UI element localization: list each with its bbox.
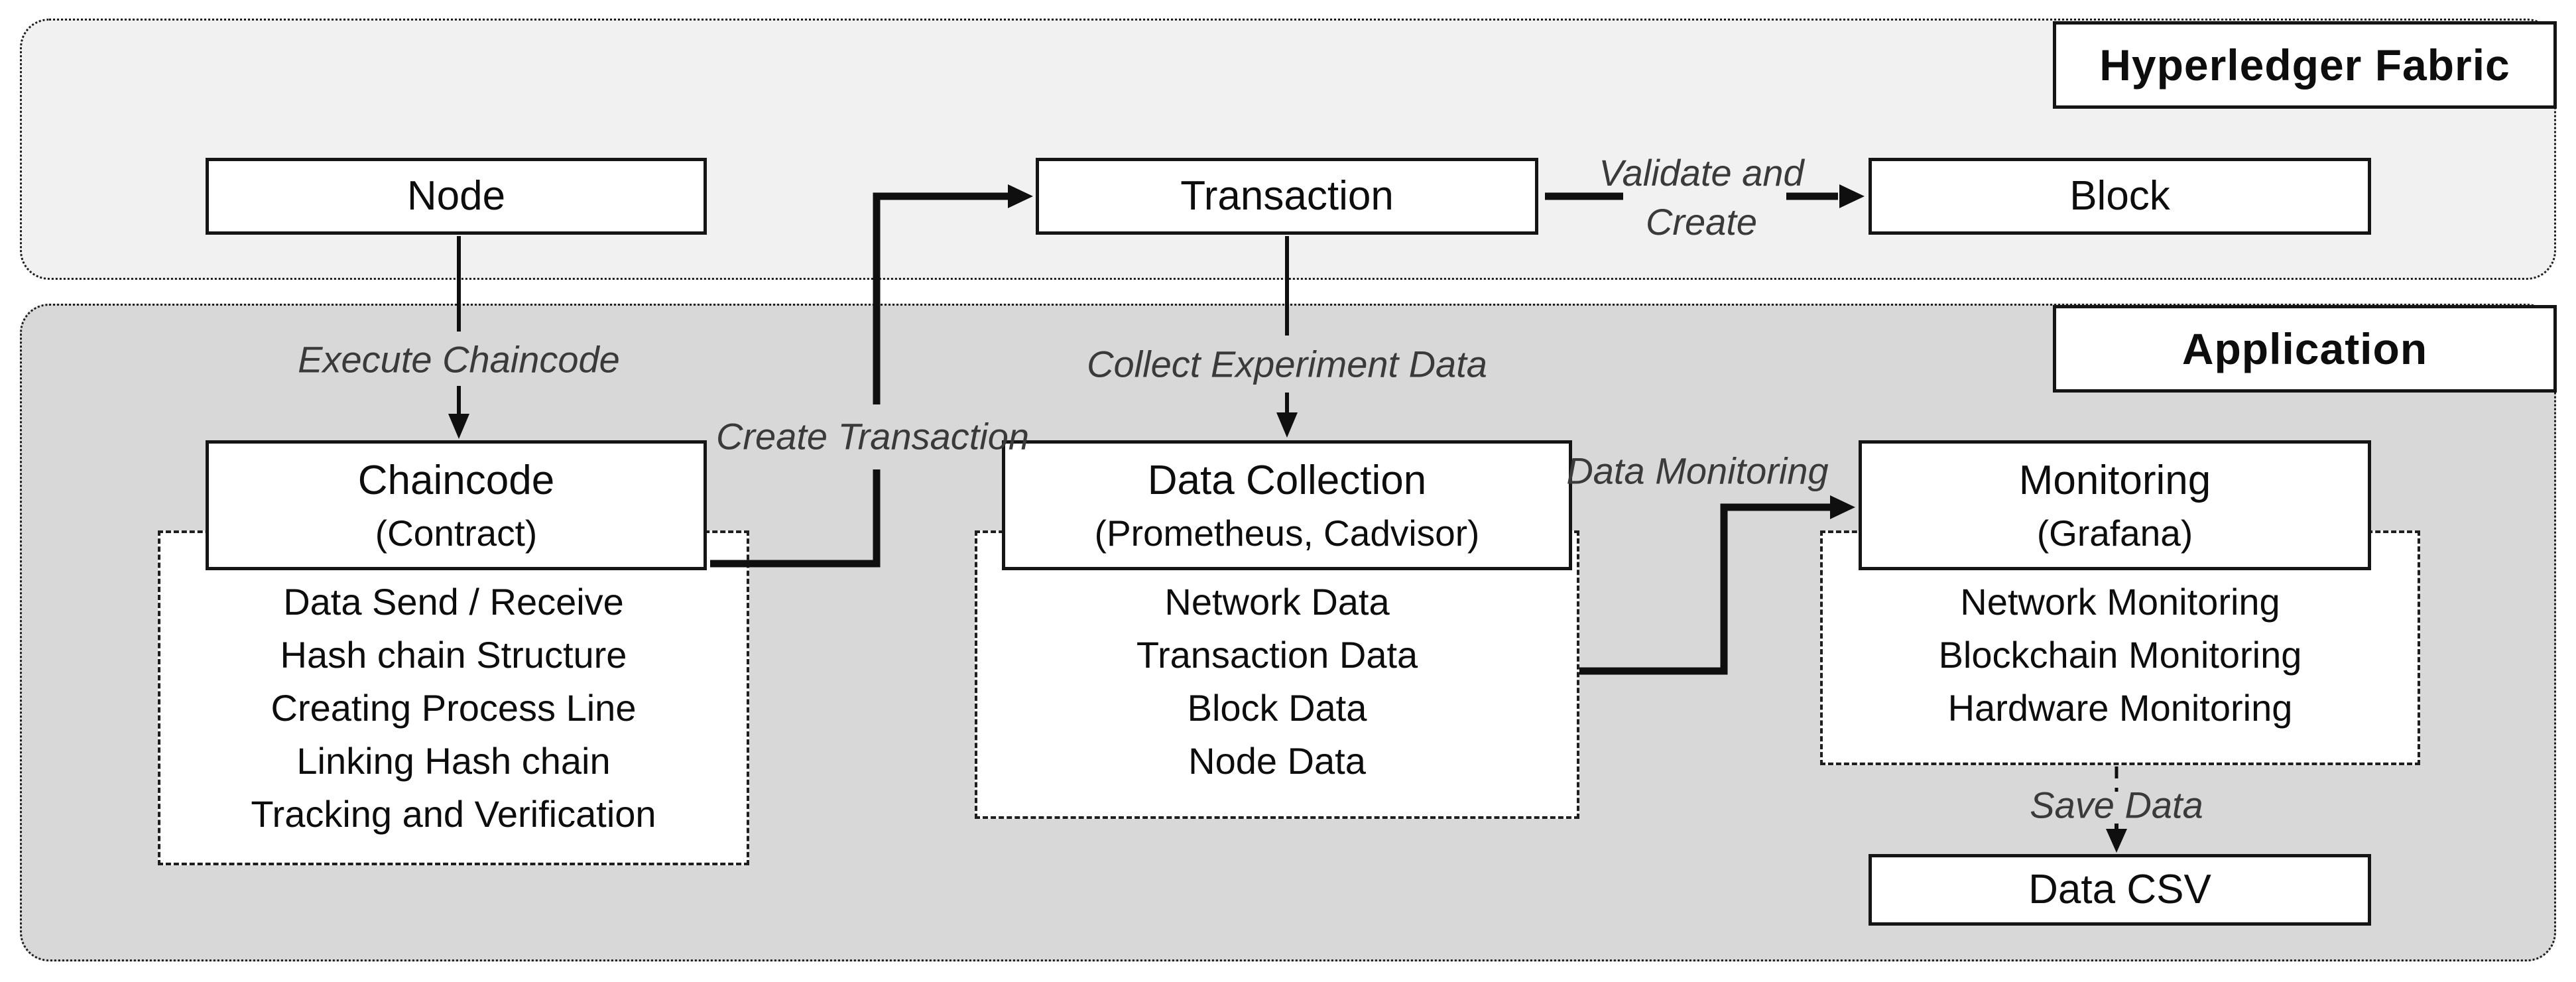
region-title-hyperledger-fabric: Hyperledger Fabric	[2053, 21, 2557, 109]
list-item: Node Data	[1188, 740, 1366, 782]
list-item: Block Data	[1187, 687, 1367, 729]
chaincode-box-subtitle: (Contract)	[375, 513, 538, 554]
chaincode-box-title: Chaincode	[357, 458, 555, 503]
monitoring-box-subtitle: (Grafana)	[2036, 513, 2193, 554]
node-box-title: Node	[406, 173, 506, 219]
region-title-text: Application	[2181, 324, 2428, 373]
data-csv-box: Data CSV	[1869, 854, 2371, 926]
list-item: Network Data	[1164, 581, 1390, 623]
data-collection-box-subtitle: (Prometheus, Cadvisor)	[1094, 513, 1480, 554]
chaincode-details-box: Data Send / Receive Hash chain Structure…	[158, 530, 749, 865]
list-item: Data Send / Receive	[283, 581, 624, 623]
monitoring-details-list: Network Monitoring Blockchain Monitoring…	[1823, 533, 2418, 735]
transaction-box: Transaction	[1036, 158, 1538, 235]
edge-label-data-monitoring: Data Monitoring	[1566, 450, 1829, 492]
list-item: Transaction Data	[1136, 634, 1418, 676]
edge-label-execute-chaincode: Execute Chaincode	[298, 338, 620, 381]
list-item: Hash chain Structure	[280, 634, 627, 676]
node-box: Node	[206, 158, 707, 235]
chaincode-box: Chaincode (Contract)	[206, 440, 707, 570]
data-collection-details-box: Network Data Transaction Data Block Data…	[975, 530, 1579, 819]
edge-label-create-transaction: Create Transaction	[715, 415, 1030, 458]
list-item: Linking Hash chain	[296, 740, 611, 782]
region-title-text: Hyperledger Fabric	[2099, 40, 2510, 90]
edge-label-line2: Create	[1645, 201, 1758, 243]
monitoring-box-title: Monitoring	[2018, 458, 2211, 503]
chaincode-details-list: Data Send / Receive Hash chain Structure…	[160, 533, 747, 841]
list-item: Creating Process Line	[271, 687, 637, 729]
data-csv-box-title: Data CSV	[2028, 867, 2211, 912]
region-title-application: Application	[2053, 305, 2557, 393]
data-collection-details-list: Network Data Transaction Data Block Data…	[977, 533, 1577, 788]
block-box-title: Block	[2069, 173, 2170, 219]
edge-label-line1: Validate and	[1599, 152, 1804, 194]
monitoring-box: Monitoring (Grafana)	[1859, 440, 2371, 570]
data-collection-box-title: Data Collection	[1147, 458, 1427, 503]
edge-label-collect-experiment-data: Collect Experiment Data	[1087, 343, 1487, 385]
edge-label-validate-and-create: Validate and Create	[1599, 149, 1804, 247]
list-item: Tracking and Verification	[251, 793, 656, 835]
transaction-box-title: Transaction	[1180, 173, 1394, 219]
data-collection-box: Data Collection (Prometheus, Cadvisor)	[1002, 440, 1572, 570]
list-item: Hardware Monitoring	[1947, 687, 2293, 729]
edge-label-save-data: Save Data	[2030, 784, 2203, 826]
block-box: Block	[1869, 158, 2371, 235]
list-item: Network Monitoring	[1960, 581, 2280, 623]
list-item: Blockchain Monitoring	[1938, 634, 2302, 676]
